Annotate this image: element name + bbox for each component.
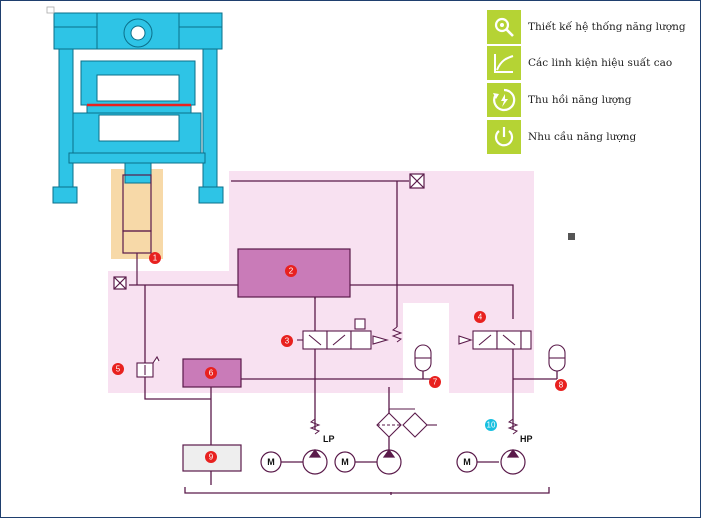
directional-valve-4 <box>458 330 532 350</box>
marker-1-label: 1 <box>153 254 158 263</box>
energy-zones <box>108 169 534 393</box>
cylinder-1 <box>122 174 152 285</box>
directional-valve-3 <box>297 318 390 350</box>
legend-item-high-efficiency-components: Các linh kiện hiệu suất cao <box>487 46 672 80</box>
accumulators <box>414 344 566 372</box>
marker-7-label: 7 <box>433 378 438 387</box>
legend-label: Thiết kế hệ thống năng lượng <box>528 21 686 33</box>
filter-cooler <box>376 408 437 438</box>
marker-5-label: 5 <box>116 365 121 374</box>
pump-lp-label: LP <box>323 434 335 444</box>
motor-label: M <box>341 457 349 467</box>
pump-icons <box>302 448 526 475</box>
motor-label: M <box>267 457 275 467</box>
component-markers: 1 2 3 4 5 6 7 8 9 10 <box>112 252 567 463</box>
pump-hp-label: HP <box>520 434 533 444</box>
corner-marker <box>46 6 55 14</box>
marker-2-label: 2 <box>289 267 294 276</box>
legend-item-energy-system-design: Thiết kế hệ thống năng lượng <box>487 10 686 44</box>
marker-9-label: 9 <box>209 453 214 462</box>
legend-label: Các linh kiện hiệu suất cao <box>528 57 673 69</box>
dot-marker <box>568 233 575 240</box>
curve-chart-icon <box>487 46 521 80</box>
motor-label: M <box>463 457 471 467</box>
legend-label: Thu hồi năng lượng <box>528 94 632 106</box>
check-valves <box>113 173 425 290</box>
recycle-energy-icon <box>487 83 521 117</box>
component-box-6 <box>182 358 242 388</box>
power-icon <box>487 120 521 154</box>
motor-icons <box>260 451 499 473</box>
pressure-valve-5 <box>136 355 160 378</box>
search-gear-icon <box>487 10 521 44</box>
legend-label: Nhu cầu năng lượng <box>528 131 637 143</box>
marker-10-label: 10 <box>487 421 496 430</box>
legend-item-energy-recovery: Thu hồi năng lượng <box>487 83 632 117</box>
press-frame <box>52 12 224 204</box>
marker-8-label: 8 <box>559 381 564 390</box>
hydraulic-lines <box>129 180 558 495</box>
springs <box>309 326 519 435</box>
legend-item-energy-demand: Nhu cầu năng lượng <box>487 120 636 154</box>
marker-4-label: 4 <box>478 313 483 322</box>
marker-6-label: 6 <box>209 369 214 378</box>
marker-3-label: 3 <box>285 337 290 346</box>
